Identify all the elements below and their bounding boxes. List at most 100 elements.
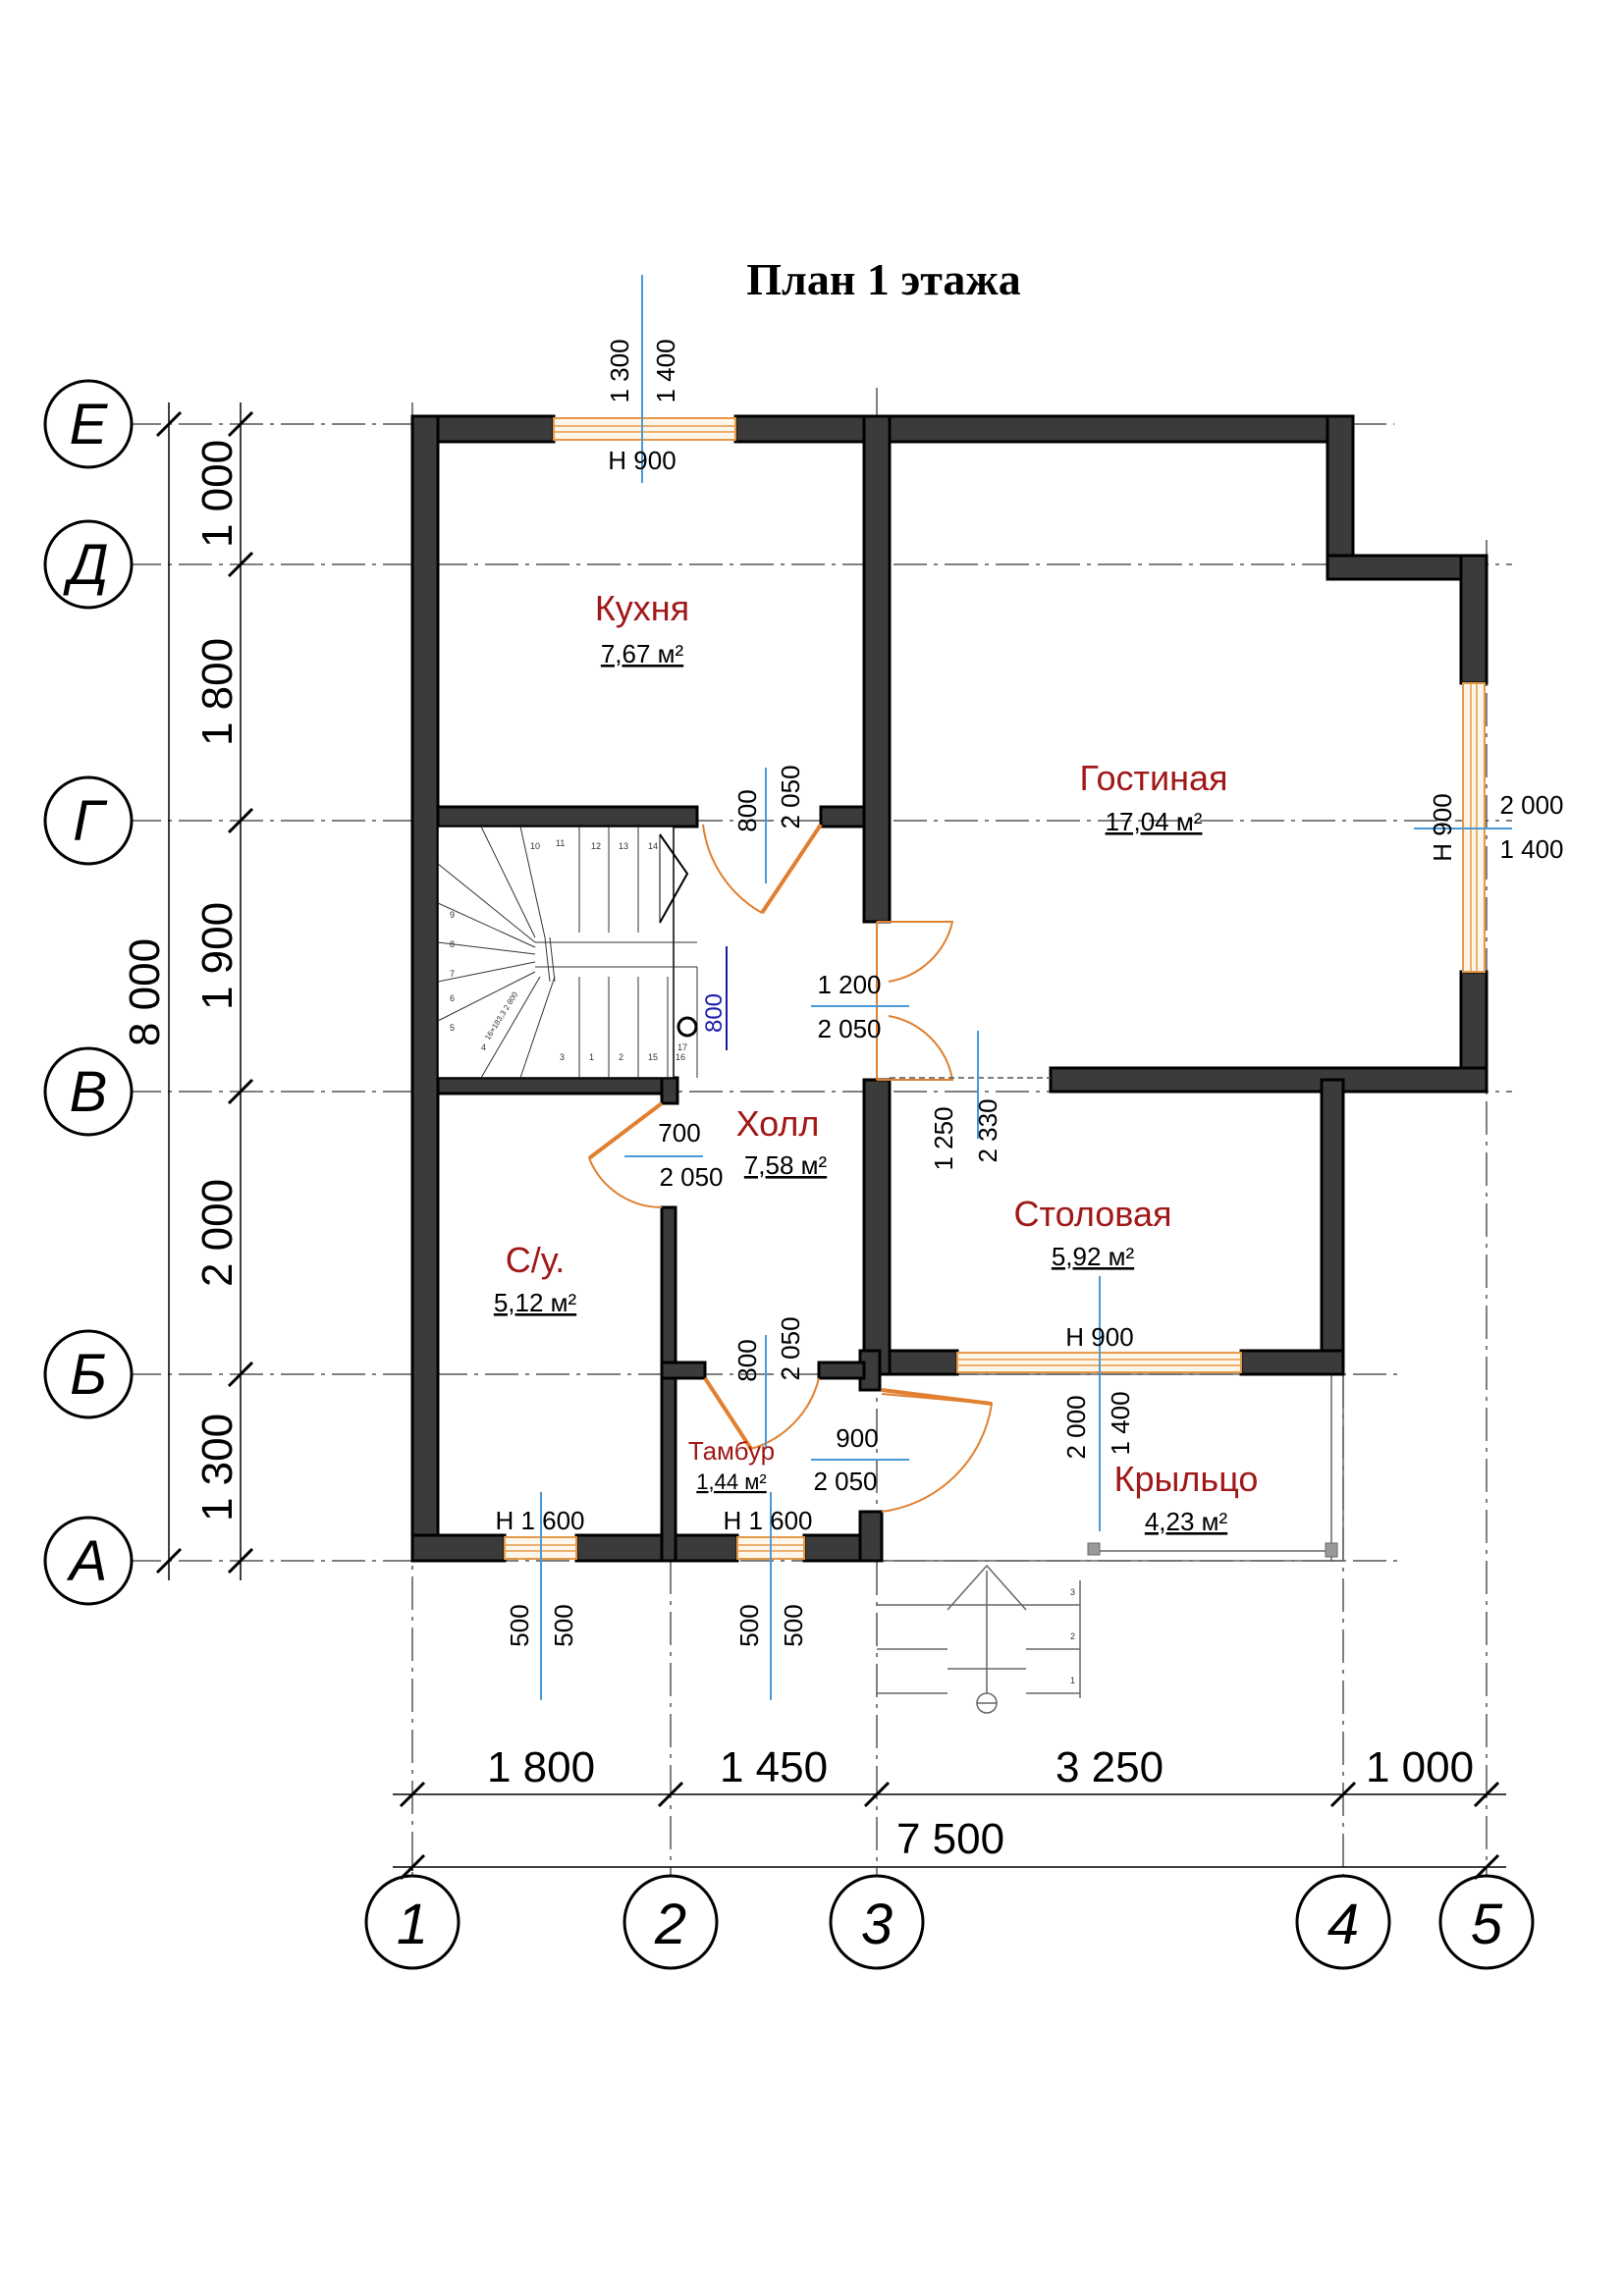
stair-step: 5 (450, 1023, 455, 1033)
wc-window-a: 500 (505, 1604, 534, 1646)
opening-dimension-labels: 1 300 1 400 H 900 H 900 2 000 1 400 800 … (495, 339, 1563, 1646)
entrance-door-height: 2 050 (813, 1467, 877, 1496)
windows (504, 417, 1486, 1560)
stair-step: 12 (591, 841, 601, 851)
letter-axis-bubbles: Е Д Г В Б А (43, 379, 134, 1606)
room-name-living: Гостиная (1079, 758, 1227, 798)
dim-bottom-total: 7 500 (896, 1815, 1004, 1863)
kitchen-door-width: 800 (732, 789, 762, 831)
stair-step: 14 (648, 841, 658, 851)
dim-left-4: 2 000 (193, 1179, 242, 1287)
dining-opening-height: 2 330 (973, 1098, 1002, 1162)
dining-window-height: 1 400 (1106, 1391, 1135, 1455)
stair-step: 3 (560, 1052, 565, 1062)
stair-step: 4 (481, 1042, 486, 1052)
room-name-hall: Холл (736, 1103, 820, 1144)
stair-step: 7 (450, 969, 455, 979)
room-name-dining: Столовая (1014, 1194, 1172, 1234)
axis-label-V: В (70, 1060, 108, 1124)
wc-window-b: 500 (549, 1604, 578, 1646)
stair-step: 6 (450, 993, 455, 1003)
room-name-porch: Крыльцо (1114, 1459, 1259, 1499)
dim-left-5: 1 300 (193, 1414, 242, 1522)
porch-step-label: 1 (1070, 1676, 1075, 1685)
kitchen-window-width: 1 400 (651, 339, 680, 402)
stair-step: 8 (450, 939, 455, 949)
living-window-sill: H 900 (1428, 793, 1457, 861)
room-area-living: 17,04 м² (1106, 807, 1203, 836)
stair-step: 11 (556, 838, 565, 848)
room-name-wc: С/у. (506, 1240, 565, 1280)
living-window-height: 1 400 (1499, 834, 1563, 864)
wc-door-width: 700 (658, 1118, 700, 1148)
wc-window-sill: H 1 600 (495, 1506, 584, 1535)
dim-bottom-3: 3 250 (1056, 1743, 1164, 1791)
porch-step-label: 3 (1070, 1587, 1075, 1597)
room-area-dining: 5,92 м² (1052, 1242, 1135, 1271)
axis-label-2: 2 (654, 1893, 686, 1956)
axis-label-1: 1 (397, 1893, 428, 1956)
dim-bottom-2: 1 450 (720, 1743, 828, 1791)
stair-step: 15 (648, 1052, 658, 1062)
axis-label-A: А (67, 1529, 108, 1593)
axis-label-5: 5 (1471, 1893, 1503, 1956)
porch-step-label: 2 (1070, 1631, 1075, 1641)
entrance-door-width: 900 (836, 1423, 878, 1453)
vestibule-door-height: 2 050 (776, 1316, 805, 1380)
wc-door-height: 2 050 (659, 1162, 723, 1192)
kitchen-window-height: 1 300 (605, 339, 634, 402)
vestibule-window-sill: H 1 600 (723, 1506, 812, 1535)
kitchen-window-sill: H 900 (608, 446, 676, 475)
axis-lines (128, 388, 1512, 1875)
axis-label-G: Г (73, 789, 108, 853)
vestibule-window-b: 500 (779, 1604, 808, 1646)
dim-left-1: 1 000 (193, 440, 242, 548)
room-name-kitchen: Кухня (595, 588, 689, 628)
axis-label-4: 4 (1327, 1893, 1359, 1956)
stair-step: 16 (676, 1052, 685, 1062)
dining-window-width: 2 000 (1061, 1395, 1091, 1459)
stair-step: 10 (530, 841, 540, 851)
room-area-vestibule: 1,44 м² (696, 1469, 766, 1494)
room-name-vestibule: Тамбур (688, 1436, 775, 1466)
dim-bottom-4: 1 000 (1366, 1743, 1474, 1791)
axis-label-D: Д (63, 533, 109, 597)
kitchen-door-height: 2 050 (776, 765, 805, 828)
plan-title: План 1 этажа (746, 254, 1020, 304)
room-area-porch: 4,23 м² (1145, 1507, 1228, 1536)
axis-label-B: Б (70, 1343, 107, 1407)
opening-markers (540, 275, 1512, 1700)
staircase: 1 2 3 4 5 6 7 8 9 10 11 12 13 14 15 16 1… (437, 826, 698, 1079)
bottom-dimensions: 1 800 1 450 3 250 1 000 7 500 (393, 1743, 1506, 1881)
room-area-kitchen: 7,67 м² (601, 639, 684, 668)
walls (410, 414, 1489, 1563)
stair-step: 17 (677, 1042, 687, 1052)
axis-label-E: Е (70, 393, 109, 456)
stair-step: 9 (450, 910, 455, 920)
stair-step: 2 (619, 1052, 623, 1062)
living-door-height: 2 050 (817, 1014, 881, 1043)
stair-step: 13 (619, 841, 628, 851)
dining-window-sill: H 900 (1065, 1322, 1133, 1352)
axis-label-3: 3 (861, 1893, 893, 1956)
room-area-wc: 5,12 м² (494, 1288, 577, 1317)
room-labels: Кухня 7,67 м² Гостиная 17,04 м² Холл 7,5… (494, 588, 1259, 1536)
stair-step-numbers: 1 2 3 4 5 6 7 8 9 10 11 12 13 14 15 16 1… (450, 838, 687, 1062)
stair-step: 1 (589, 1052, 594, 1062)
living-window-width: 2 000 (1499, 790, 1563, 820)
dim-bottom-1: 1 800 (487, 1743, 595, 1791)
number-axis-bubbles: 1 2 3 4 5 (364, 1865, 1535, 1970)
left-dimensions: 1 000 1 800 1 900 2 000 1 300 8 000 (121, 402, 254, 1580)
porch-steps: 3 2 1 (877, 1564, 1081, 1714)
dim-left-3: 1 900 (193, 902, 242, 1010)
dim-left-2: 1 800 (193, 638, 242, 746)
doors (587, 823, 1051, 1513)
vestibule-door-width: 800 (732, 1339, 762, 1381)
stair-opening-width: 800 (701, 993, 728, 1033)
vestibule-window-a: 500 (734, 1604, 764, 1646)
living-door-width: 1 200 (817, 970, 881, 999)
dim-left-total: 8 000 (121, 938, 169, 1046)
dining-opening-width: 1 250 (929, 1106, 958, 1170)
room-area-hall: 7,58 м² (744, 1150, 828, 1180)
